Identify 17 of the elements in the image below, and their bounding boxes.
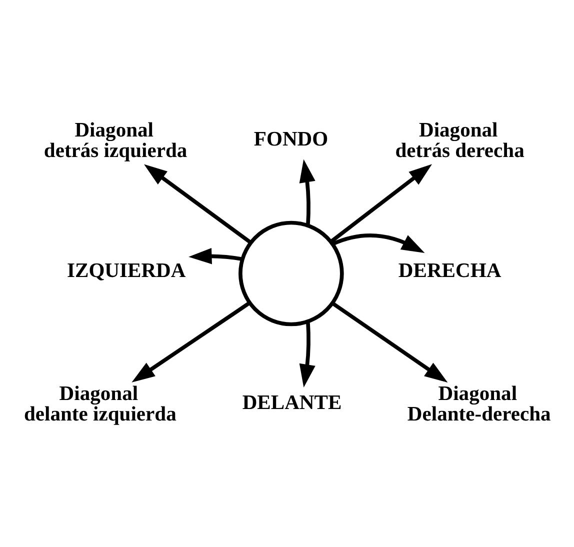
arrow	[188, 248, 243, 264]
node-text: Diagonal Delante-derecha	[407, 382, 551, 426]
node-text: Diagonal delante izquierda	[24, 382, 176, 426]
arrow	[132, 301, 250, 382]
arrow	[144, 164, 252, 244]
arrow	[332, 302, 448, 383]
node-text: Diagonal detrás derecha	[395, 119, 524, 162]
node-text: DELANTE	[242, 392, 342, 414]
node-text: Diagonal detrás izquierda	[44, 119, 188, 162]
arrow	[330, 164, 432, 244]
arrow	[332, 234, 425, 253]
node-text: FONDO	[254, 128, 328, 150]
node-text: IZQUIERDA	[67, 260, 186, 282]
arrow	[299, 322, 316, 388]
node-circle	[238, 220, 344, 326]
node-text: DERECHA	[398, 260, 502, 282]
arrow	[299, 159, 316, 226]
